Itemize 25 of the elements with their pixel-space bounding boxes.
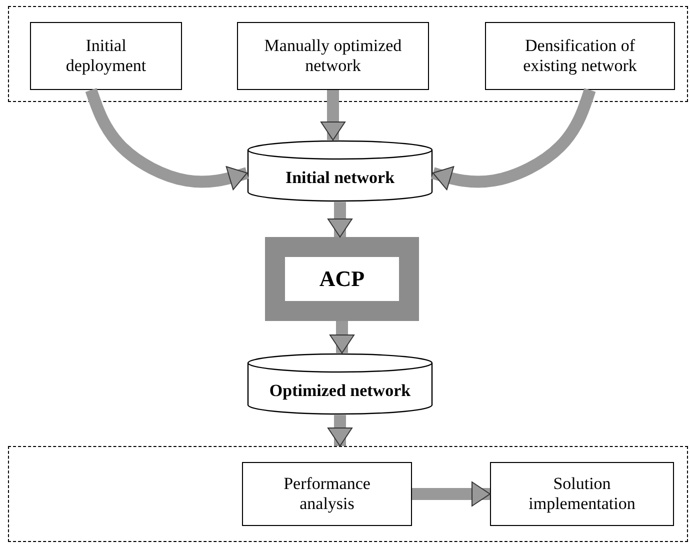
node-label: Initial network: [285, 168, 395, 188]
database-cylinder: [247, 353, 433, 415]
node-label: ACP: [319, 266, 365, 292]
process-box: [242, 462, 412, 526]
block-arrow: [330, 321, 354, 354]
node-label: Performance analysis: [282, 474, 372, 514]
process-box: [30, 22, 182, 90]
node-label: Densification of existing network: [522, 36, 638, 76]
database-cylinder: [247, 140, 433, 202]
block-arrow: [328, 415, 352, 446]
node-label: Solution implementation: [528, 474, 636, 514]
block-arrow: [328, 202, 352, 238]
dashed-group-frame: [8, 446, 688, 542]
node-label: Initial deployment: [64, 36, 148, 76]
dashed-group-frame: [8, 6, 688, 102]
block-arrow: [412, 482, 490, 506]
block-arrow: [85, 88, 249, 190]
process-box: [237, 22, 429, 90]
process-box: [490, 462, 674, 526]
block-arrow: [431, 88, 596, 190]
process-box: [485, 22, 675, 90]
process-frame: [265, 237, 419, 321]
block-arrow: [320, 90, 346, 140]
node-label: Manually optimized network: [263, 36, 403, 76]
node-label: Optimized network: [269, 380, 411, 402]
